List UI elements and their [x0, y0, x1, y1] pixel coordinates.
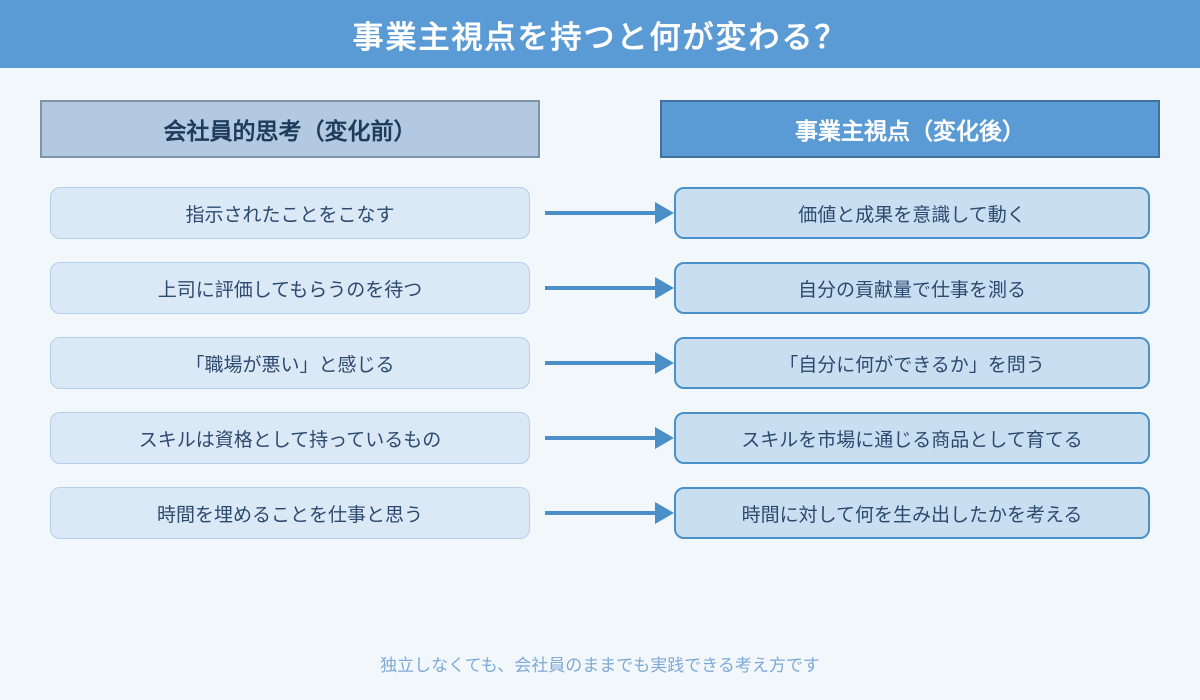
title-bar: 事業主視点を持つと何が変わる？: [0, 0, 1200, 68]
footer-note: 独立しなくても、会社員のままでも実践できる考え方です: [380, 656, 820, 675]
before-box: 上司に評価してもらうのを待つ: [50, 262, 530, 314]
before-box: 「職場が悪い」と感じる: [50, 337, 530, 389]
comparison-rows: 指示されたことをこなす 価値と成果を意識して動く 上司に評価してもらうのを待つ …: [0, 187, 1200, 539]
column-header-before: 会社員的思考（変化前）: [40, 100, 540, 158]
arrow-right-icon: [530, 337, 674, 389]
arrow-head: [655, 202, 674, 224]
before-box: 指示されたことをこなす: [50, 187, 530, 239]
comparison-row-5: 時間を埋めることを仕事と思う 時間に対して何を生み出したかを考える: [50, 487, 1150, 539]
arrow-right-icon: [530, 487, 674, 539]
column-header-after: 事業主視点（変化後）: [660, 100, 1160, 158]
arrow-line: [545, 511, 655, 515]
arrow-head: [655, 352, 674, 374]
after-box: 自分の貢献量で仕事を測る: [674, 262, 1150, 314]
arrow-head: [655, 502, 674, 524]
after-box: 「自分に何ができるか」を問う: [674, 337, 1150, 389]
arrow-line: [545, 361, 655, 365]
page-title: 事業主視点を持つと何が変わる？: [352, 19, 848, 55]
comparison-row-3: 「職場が悪い」と感じる 「自分に何ができるか」を問う: [50, 337, 1150, 389]
comparison-row-1: 指示されたことをこなす 価値と成果を意識して動く: [50, 187, 1150, 239]
arrow-right-icon: [530, 412, 674, 464]
arrow-head: [655, 427, 674, 449]
column-headers: 会社員的思考（変化前） 事業主視点（変化後）: [0, 100, 1200, 158]
before-box: スキルは資格として持っているもの: [50, 412, 530, 464]
arrow-head: [655, 277, 674, 299]
arrow-right-icon: [530, 262, 674, 314]
arrow-line: [545, 286, 655, 290]
arrow-right-icon: [530, 187, 674, 239]
before-box: 時間を埋めることを仕事と思う: [50, 487, 530, 539]
arrow-line: [545, 211, 655, 215]
arrow-line: [545, 436, 655, 440]
after-box: 価値と成果を意識して動く: [674, 187, 1150, 239]
comparison-row-4: スキルは資格として持っているもの スキルを市場に通じる商品として育てる: [50, 412, 1150, 464]
after-box: 時間に対して何を生み出したかを考える: [674, 487, 1150, 539]
after-box: スキルを市場に通じる商品として育てる: [674, 412, 1150, 464]
comparison-row-2: 上司に評価してもらうのを待つ 自分の貢献量で仕事を測る: [50, 262, 1150, 314]
